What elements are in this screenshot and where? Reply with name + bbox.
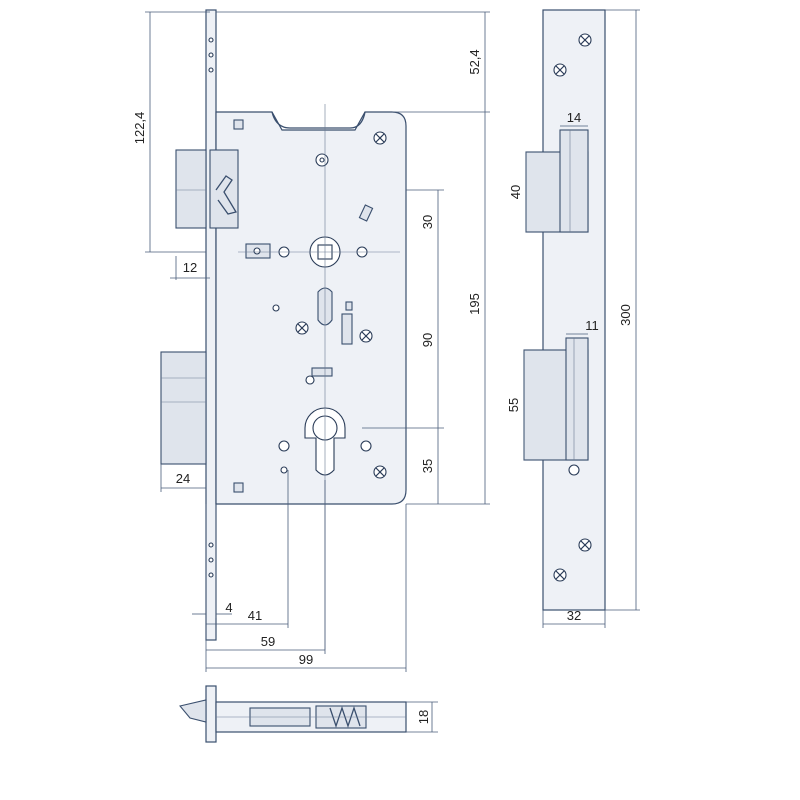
square-marker-bottom xyxy=(233,482,244,493)
dim-14: 14 xyxy=(567,110,581,125)
case-top-cutout xyxy=(271,111,366,129)
dim-24: 24 xyxy=(176,471,190,486)
dim-55: 55 xyxy=(506,398,521,412)
strike-plate-view: 14 40 11 55 300 32 xyxy=(506,9,640,628)
latch-bolt xyxy=(175,149,239,229)
dim-40: 40 xyxy=(508,185,523,199)
dim-59: 59 xyxy=(261,634,275,649)
front-dimensions: 122,4 52,4 12 30 195 90 35 24 xyxy=(132,11,490,672)
dim-12: 12 xyxy=(183,260,197,275)
lock-front-view xyxy=(160,9,407,650)
strike-plate xyxy=(542,9,606,611)
bottom-faceplate xyxy=(205,685,217,743)
square-marker-top xyxy=(233,119,244,130)
dim-99: 99 xyxy=(299,652,313,667)
dim-122-4: 122,4 xyxy=(132,112,147,145)
dim-4: 4 xyxy=(225,600,232,615)
dim-32: 32 xyxy=(567,608,581,623)
dim-11: 11 xyxy=(585,318,599,333)
dim-52-4: 52,4 xyxy=(467,49,482,74)
dead-bolt xyxy=(160,351,207,465)
dim-90: 90 xyxy=(420,333,435,347)
strike-screws xyxy=(553,33,592,582)
lock-bottom-view: 18 xyxy=(179,685,438,743)
small-slot xyxy=(358,204,374,222)
dim-41: 41 xyxy=(248,608,262,623)
lock-case-body xyxy=(215,111,407,505)
dim-195: 195 xyxy=(467,293,482,315)
dim-30: 30 xyxy=(420,215,435,229)
faceplate-holes xyxy=(208,37,214,578)
case-screws xyxy=(295,131,387,479)
dim-18: 18 xyxy=(416,710,431,724)
dim-300: 300 xyxy=(618,304,633,326)
bottom-latch-tip xyxy=(179,699,207,723)
dim-35: 35 xyxy=(420,459,435,473)
